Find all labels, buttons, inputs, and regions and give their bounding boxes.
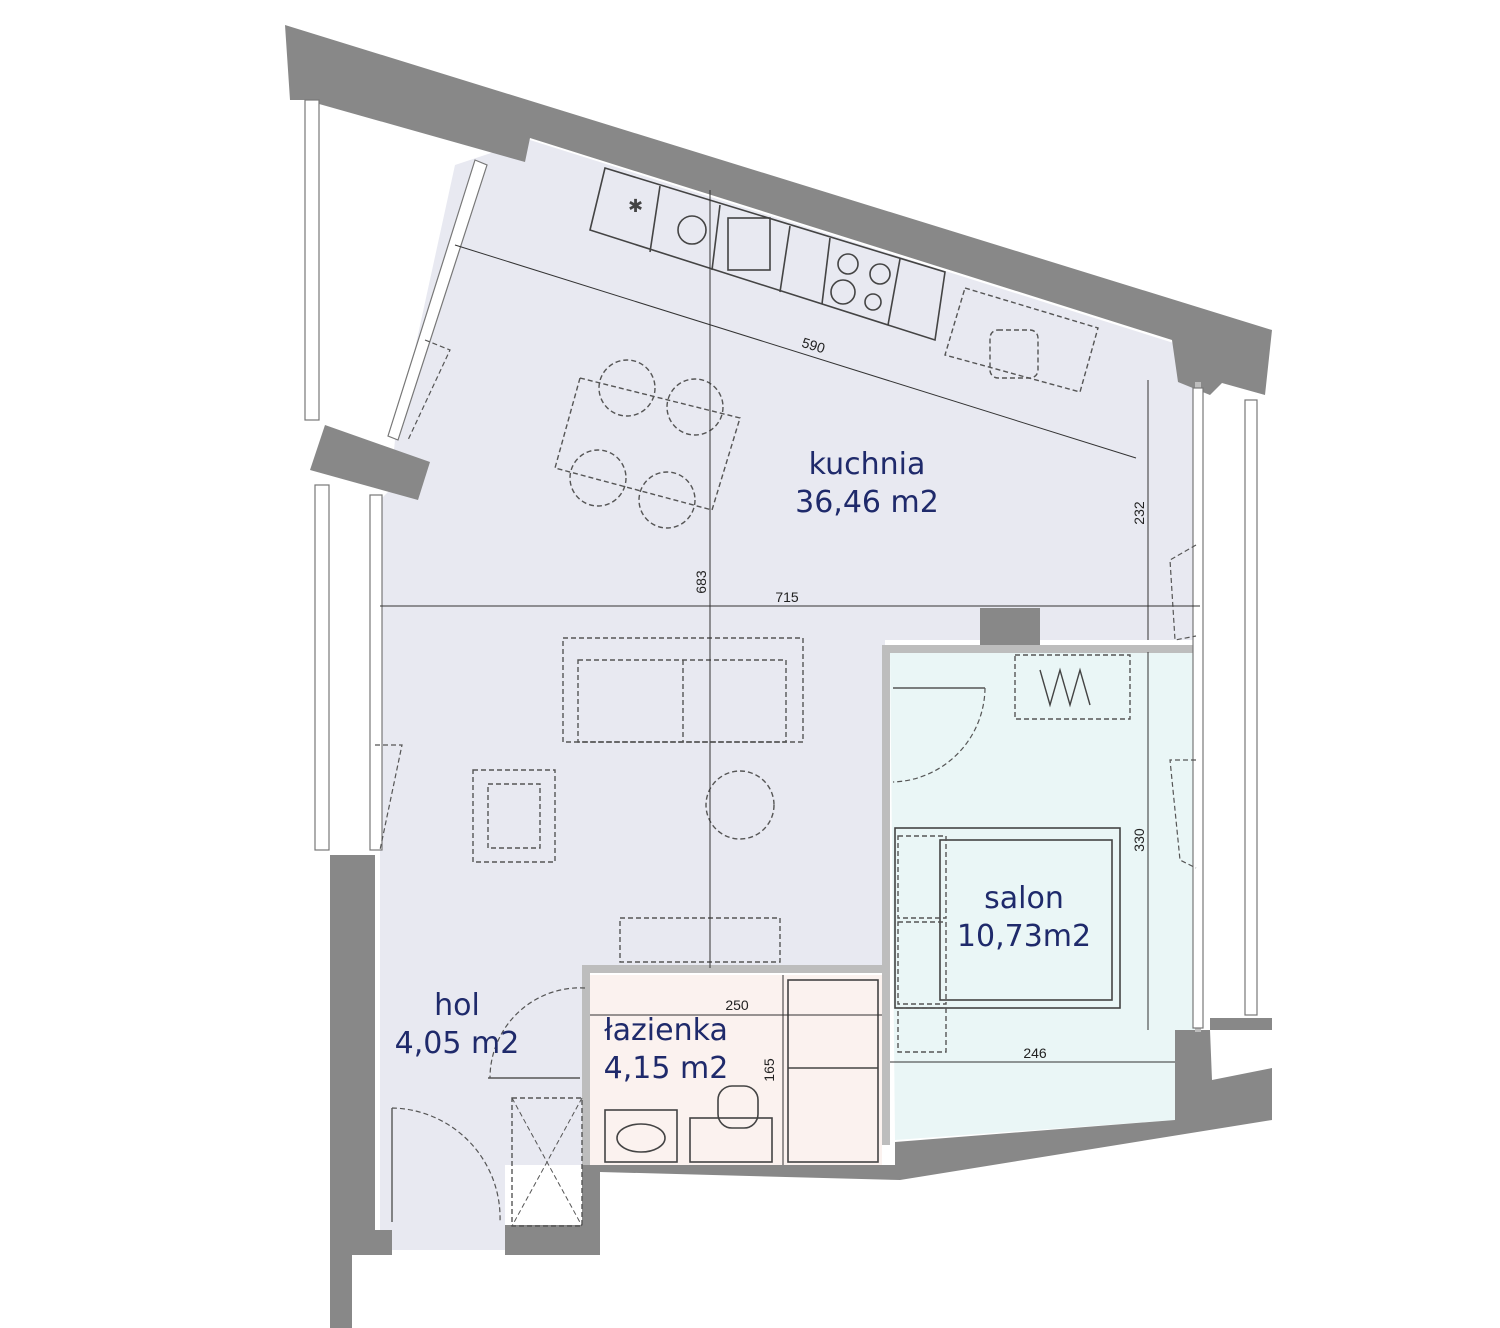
- bathroom-floor: [590, 975, 882, 1165]
- hob-ring-4: [864, 293, 882, 311]
- nightstand-1: [897, 835, 947, 919]
- salon-area: 10,73m2: [957, 919, 1091, 954]
- wardrobe-hangers: [1039, 667, 1091, 708]
- dim-330: 330: [1131, 828, 1147, 852]
- balcony-door-1: [1169, 544, 1197, 641]
- toilet-cabinet: [689, 1117, 773, 1163]
- counter-div-2: [711, 204, 721, 271]
- dim-715: 715: [775, 589, 799, 605]
- hob-ring-2: [869, 263, 891, 285]
- oven-circle: [677, 215, 707, 245]
- dim-590: 590: [800, 334, 827, 356]
- nightstand-3: [897, 1007, 947, 1053]
- hol-area: 4,05 m2: [395, 1026, 520, 1061]
- lazienka-name: łazienka: [604, 1013, 728, 1048]
- salon-wall-left: [882, 645, 890, 1145]
- kuchnia-area: 36,46 m2: [795, 485, 939, 520]
- hob-ring-3: [830, 279, 856, 305]
- salon-door-swing: [892, 687, 986, 783]
- wall-bathroom-bottom: [582, 1030, 1272, 1255]
- wall-pillar: [980, 608, 1040, 652]
- hol-name: hol: [434, 988, 480, 1023]
- salon-wall-top: [885, 645, 1200, 653]
- wall-hol-bottom: [352, 1230, 392, 1255]
- dining-chair-4: [638, 471, 696, 529]
- wall-right-stub: [1210, 1018, 1272, 1030]
- bed-mattress: [939, 839, 1113, 1001]
- salon-floor: [890, 650, 1198, 1140]
- dim-232: 232: [1131, 501, 1147, 525]
- lazienka-area: 4,15 m2: [604, 1051, 729, 1086]
- hob-ring-1: [837, 253, 859, 275]
- tv-unit: [619, 917, 781, 963]
- bath-door-swing: [489, 987, 586, 1079]
- fridge-snowflake-icon: ✱: [628, 196, 643, 216]
- window-left-lower: [314, 484, 330, 851]
- dim-246: 246: [1023, 1045, 1047, 1061]
- washbasin-bowl: [616, 1123, 666, 1153]
- wall-top: [285, 25, 1272, 395]
- coffee-table: [705, 770, 775, 840]
- wall-left-block: [310, 425, 430, 500]
- window-living-left: [369, 494, 383, 851]
- wall-bottom-left: [330, 855, 390, 1328]
- shower: [787, 979, 879, 1163]
- kitchen-window-door: [407, 339, 451, 441]
- window-right: [1244, 399, 1258, 1016]
- armchair: [472, 769, 556, 863]
- armchair-seat: [487, 783, 541, 849]
- counter-div-5: [887, 258, 901, 326]
- bath-wall-top: [582, 965, 882, 973]
- dim-165: 165: [761, 1058, 777, 1082]
- balcony-door-2: [1169, 759, 1197, 869]
- window-kitchen-diag: [387, 159, 488, 441]
- island-stool: [989, 329, 1039, 379]
- kitchen-island: [944, 287, 1099, 393]
- dining-chair-2: [666, 378, 724, 436]
- dining-chair-1: [598, 359, 656, 417]
- dim-250: 250: [725, 997, 749, 1013]
- kitchen-counter: [589, 166, 946, 342]
- dim-683: 683: [693, 570, 709, 594]
- kuchnia-name: kuchnia: [809, 447, 926, 482]
- window-left-upper: [304, 99, 320, 421]
- counter-div-1: [649, 185, 661, 253]
- counter-div-3: [779, 225, 791, 293]
- salon-name: salon: [984, 881, 1064, 916]
- wardrobe: [1014, 654, 1131, 720]
- window-salon-right: [1192, 387, 1204, 1029]
- dining-chair-3: [569, 449, 627, 507]
- dim-line-590: [454, 244, 1137, 459]
- counter-div-4: [821, 237, 831, 305]
- sofa-seat: [577, 659, 787, 743]
- kitchen-sink: [727, 217, 771, 271]
- bed: [894, 827, 1121, 1009]
- nightstand-2: [897, 921, 947, 1005]
- bath-wall-left: [582, 965, 590, 1165]
- hol-wardrobe-cross: [511, 1097, 583, 1227]
- toilet: [717, 1085, 759, 1129]
- washbasin: [604, 1109, 678, 1163]
- living-window-door: [375, 744, 403, 851]
- hol-wardrobe: [511, 1097, 583, 1227]
